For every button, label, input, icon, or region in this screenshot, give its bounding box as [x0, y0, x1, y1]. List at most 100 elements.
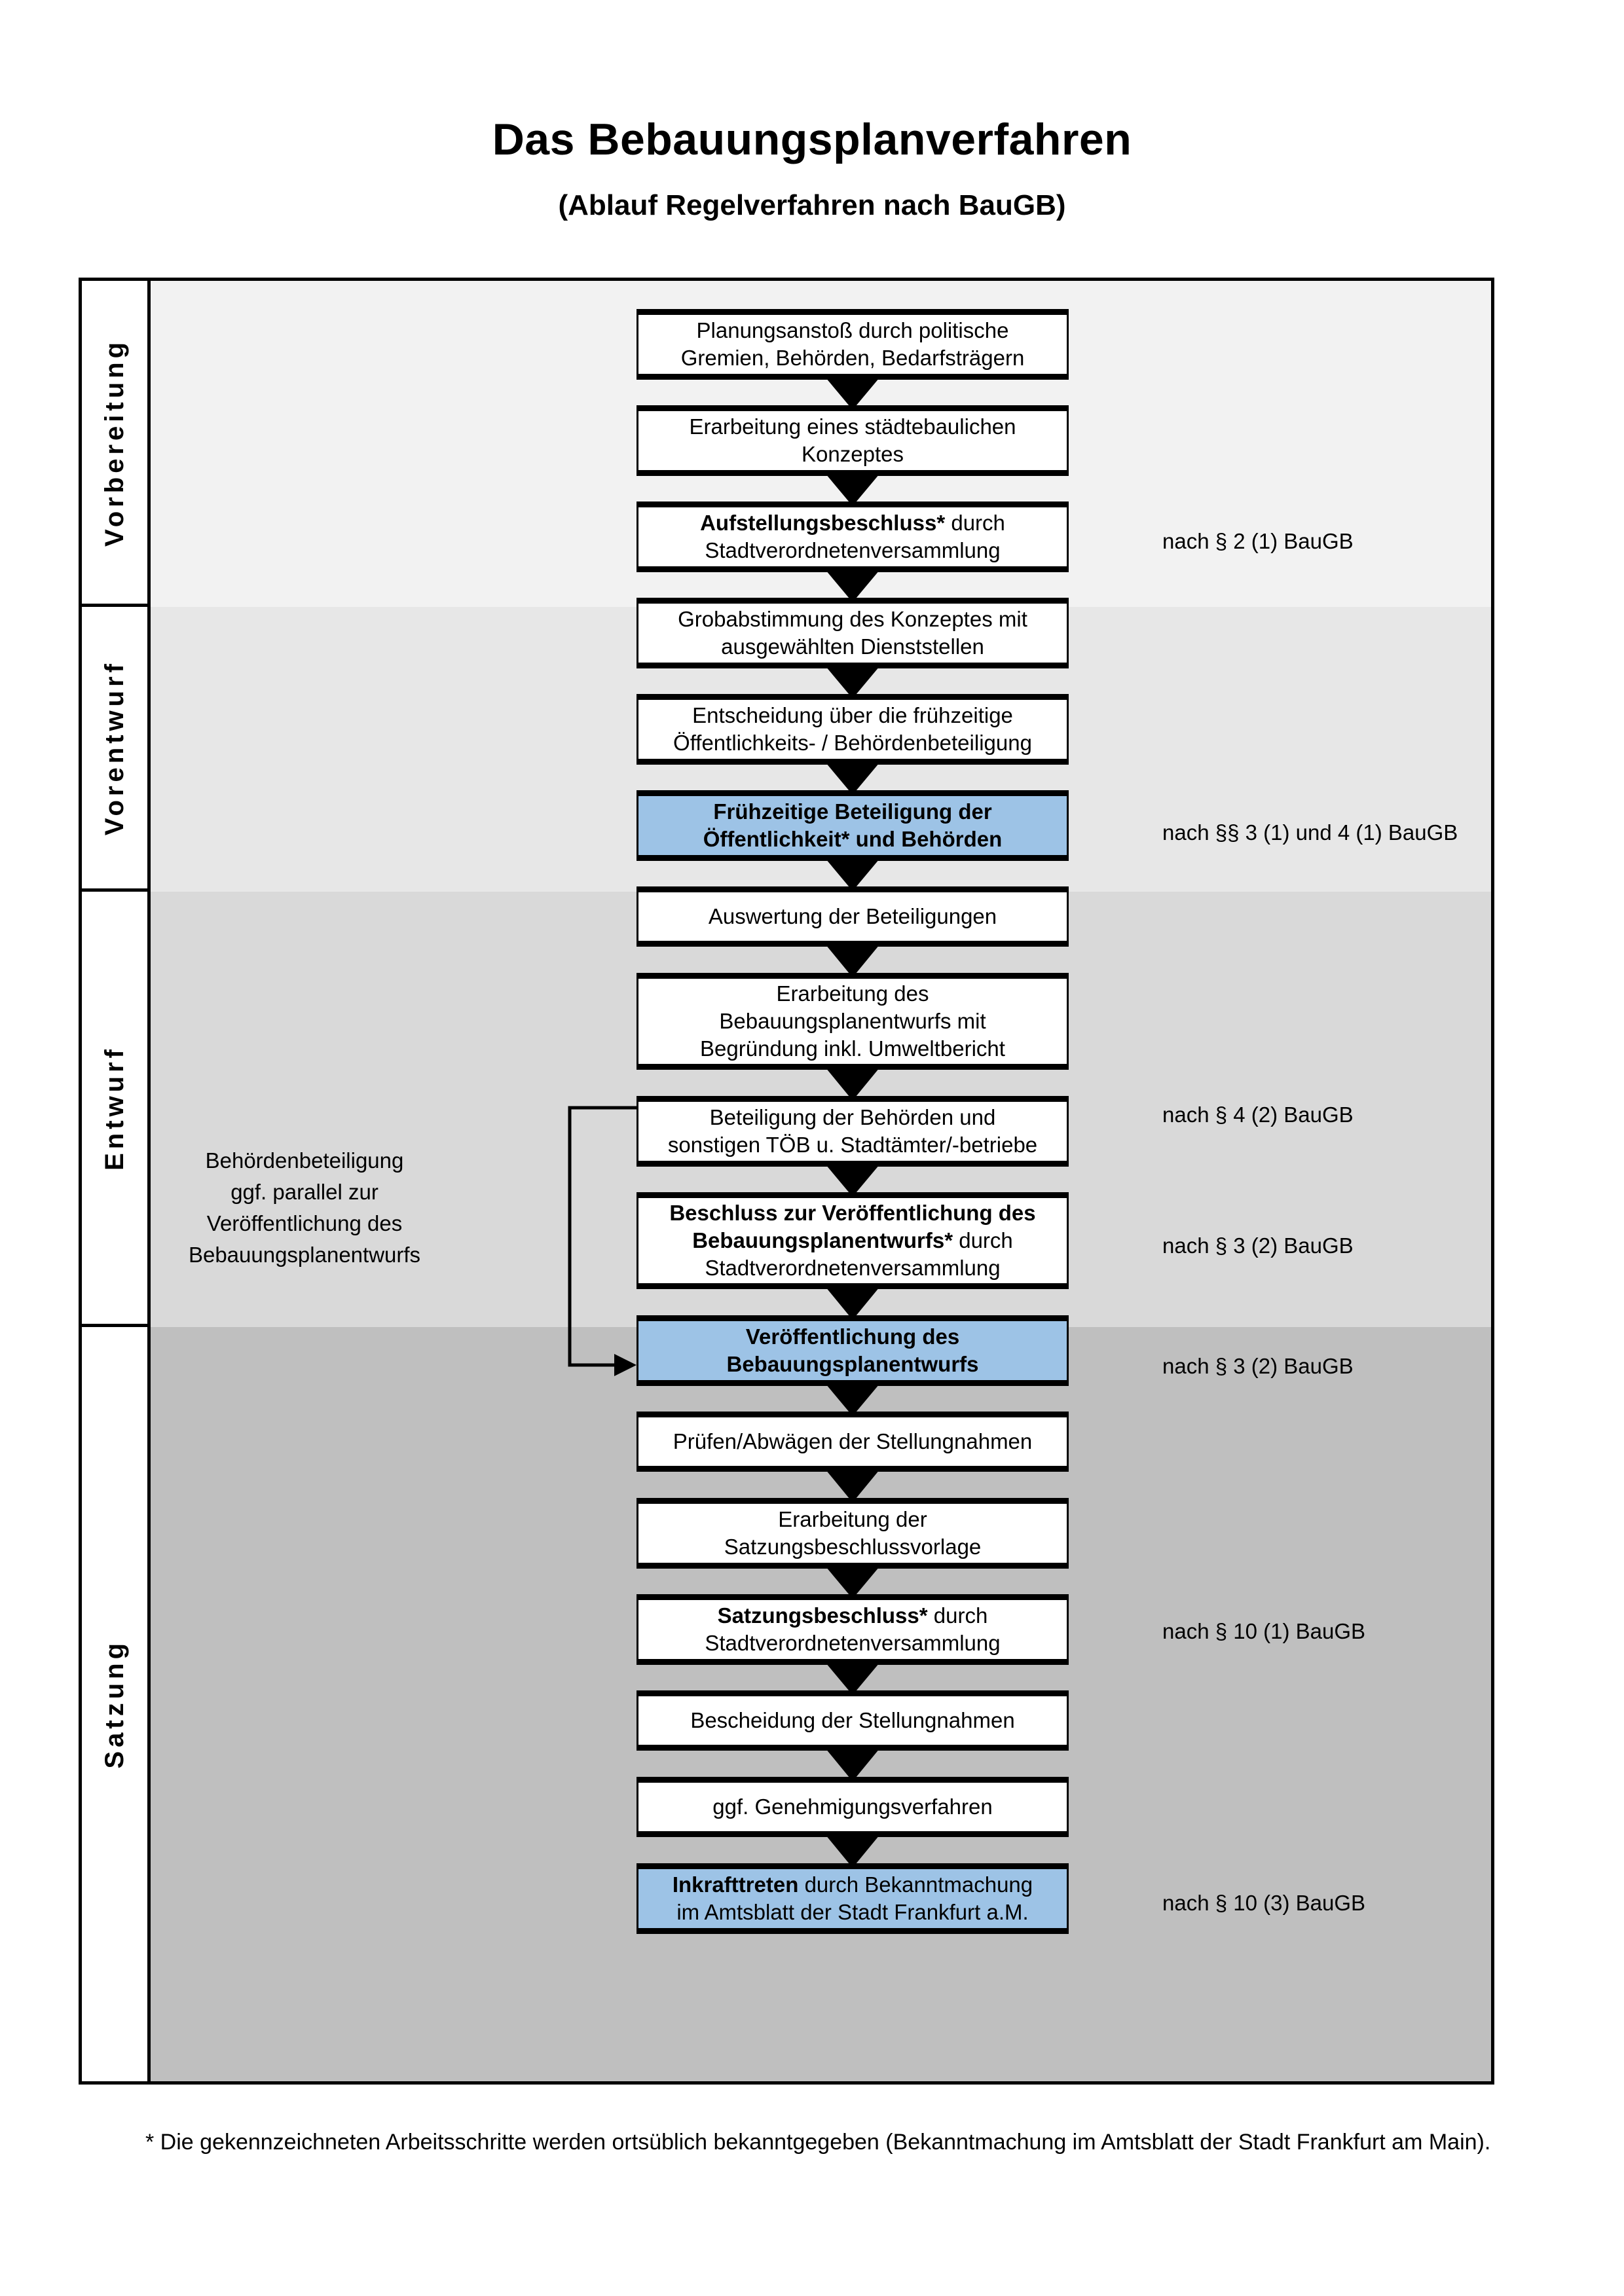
parallel-process-note-line: ggf. parallel zur	[231, 1179, 378, 1204]
flow-step-label: Inkrafttreten durch Bekanntmachung im Amt…	[673, 1871, 1033, 1926]
page-header: Das Bebauungsplanverfahren (Ablauf Regel…	[0, 0, 1624, 222]
flow-step-line: Frühzeitige Beteiligung der	[713, 799, 992, 824]
flow-arrow-6	[822, 855, 883, 891]
flow-step-line: Bebauungsplanentwurfs	[726, 1352, 979, 1376]
phase-label-4: Satzung	[100, 1639, 129, 1769]
flow-step-beteiligung-behoerden-toeb[interactable]: Beteiligung der Behörden und sonstigen TÖ…	[637, 1096, 1069, 1167]
flow-arrow-12	[822, 1466, 883, 1503]
phase-label-3: Entwurf	[100, 1045, 129, 1171]
flow-arrow-3	[822, 566, 883, 602]
flow-arrow-5	[822, 759, 883, 795]
flow-step-line: Erarbeitung des	[776, 981, 929, 1006]
flow-arrow-9	[822, 1161, 883, 1197]
parallel-process-note-line: Veröffentlichung des	[206, 1211, 403, 1235]
flow-step-line: Gremien, Behörden, Bedarfsträgern	[680, 346, 1025, 370]
flow-step-line: ggf. Genehmigungsverfahren	[712, 1794, 993, 1819]
flow-step-label: Beteiligung der Behörden und sonstigen TÖ…	[668, 1104, 1037, 1159]
flow-step-label: Prüfen/Abwägen der Stellungnahmen	[673, 1428, 1033, 1455]
flow-step-line: Bescheidung der Stellungnahmen	[690, 1707, 1015, 1732]
flow-step-line: Grobabstimmung des Konzeptes mit	[678, 606, 1027, 631]
flow-step-line: Stadtverordnetenversammlung	[705, 1256, 1001, 1281]
flow-arrow-8	[822, 1064, 883, 1101]
flow-arrow-16	[822, 1831, 883, 1868]
flow-step-bescheidung-stellungnahmen[interactable]: Bescheidung der Stellungnahmen	[637, 1690, 1069, 1751]
flow-step-line: Bebauungsplanentwurfs* durch	[692, 1228, 1013, 1252]
page-title: Das Bebauungsplanverfahren	[492, 115, 1132, 164]
flow-step-line: Konzeptes	[802, 442, 904, 466]
flow-step-line: Auswertung der Beteiligungen	[708, 903, 997, 928]
flow-step-line: Prüfen/Abwägen der Stellungnahmen	[673, 1429, 1033, 1453]
flow-step-line: Aufstellungsbeschluss* durch	[700, 510, 1005, 535]
flow-step-label: Bescheidung der Stellungnahmen	[690, 1707, 1014, 1734]
page-subtitle: (Ablauf Regelverfahren nach BauGB)	[558, 189, 1066, 222]
note-fruehzeitige-beteiligung: nach §§ 3 (1) und 4 (1) BauGB	[1162, 820, 1458, 845]
flow-step-line: sonstigen TÖB u. Stadtämter/-betriebe	[667, 1133, 1038, 1157]
flow-step-line: Veröffentlichung des	[745, 1324, 960, 1349]
phase-cell-2: Vorentwurf	[82, 607, 147, 892]
flow-step-line: Erarbeitung eines städtebaulichen	[689, 414, 1016, 439]
bracket-arrowhead	[614, 1354, 637, 1376]
note-satzungsbeschluss: nach § 10 (1) BauGB	[1162, 1619, 1366, 1643]
flow-step-line: Beschluss zur Veröffentlichung des	[669, 1200, 1036, 1225]
footnote: * Die gekennzeichneten Arbeitsschritte w…	[145, 2130, 1491, 2155]
flow-step-line: Öffentlichkeit* und Behörden	[703, 827, 1003, 851]
flow-step-label: Auswertung der Beteiligungen	[709, 903, 997, 930]
flow-arrow-11	[822, 1380, 883, 1416]
flow-step-line: Satzungsbeschlussvorlage	[724, 1535, 982, 1559]
flow-arrow-13	[822, 1563, 883, 1599]
flow-arrow-14	[822, 1659, 883, 1695]
flow-step-line: Bebauungsplanentwurfs mit	[719, 1008, 986, 1033]
phase-cell-4: Satzung	[82, 1327, 147, 2081]
flow-step-line: Stadtverordnetenversammlung	[705, 1631, 1001, 1655]
flow-step-line: Inkrafttreten durch Bekanntmachung	[672, 1872, 1033, 1897]
flow-step-line: Beteiligung der Behörden und	[709, 1104, 996, 1129]
flow-step-line: Satzungsbeschluss* durch	[717, 1603, 988, 1628]
flow-arrow-4	[822, 663, 883, 699]
flow-step-line: im Amtsblatt der Stadt Frankfurt a.M.	[676, 1900, 1029, 1924]
phase-cell-3: Entwurf	[82, 892, 147, 1327]
flow-step-genehmigungsverfahren[interactable]: ggf. Genehmigungsverfahren	[637, 1777, 1069, 1837]
flow-step-inkrafttreten[interactable]: Inkrafttreten durch Bekanntmachung im Amt…	[637, 1863, 1069, 1934]
flow-step-label: ggf. Genehmigungsverfahren	[712, 1793, 992, 1821]
flow-step-line: Stadtverordnetenversammlung	[705, 538, 1001, 562]
flow-step-line: Erarbeitung der	[778, 1506, 927, 1531]
flow-step-line: Planungsanstoß durch politische	[696, 318, 1009, 342]
phase-label-2: Vorentwurf	[100, 659, 129, 836]
note-inkrafttreten: nach § 10 (3) BauGB	[1162, 1891, 1366, 1915]
flow-step-line: Entscheidung über die frühzeitige	[692, 702, 1013, 727]
flow-arrow-10	[822, 1283, 883, 1320]
flow-step-auswertung-beteiligungen[interactable]: Auswertung der Beteiligungen	[637, 886, 1069, 947]
note-veroeffentlichung: nach § 3 (2) BauGB	[1162, 1354, 1354, 1378]
note-aufstellungsbeschluss: nach § 2 (1) BauGB	[1162, 529, 1354, 553]
parallel-bracket-connector	[151, 281, 637, 1391]
flow-step-pruefen-abwaegen[interactable]: Prüfen/Abwägen der Stellungnahmen	[637, 1412, 1069, 1472]
phase-cell-1: Vorbereitung	[82, 281, 147, 607]
flow-step-line: Begründung inkl. Umweltbericht	[700, 1036, 1005, 1061]
parallel-process-note-line: Behördenbeteiligung	[205, 1148, 404, 1173]
flow-arrow-1	[822, 374, 883, 410]
note-beschluss-veroeffentlichung: nach § 3 (2) BauGB	[1162, 1233, 1354, 1258]
note-behoerdenbeteiligung: nach § 4 (2) BauGB	[1162, 1102, 1354, 1127]
